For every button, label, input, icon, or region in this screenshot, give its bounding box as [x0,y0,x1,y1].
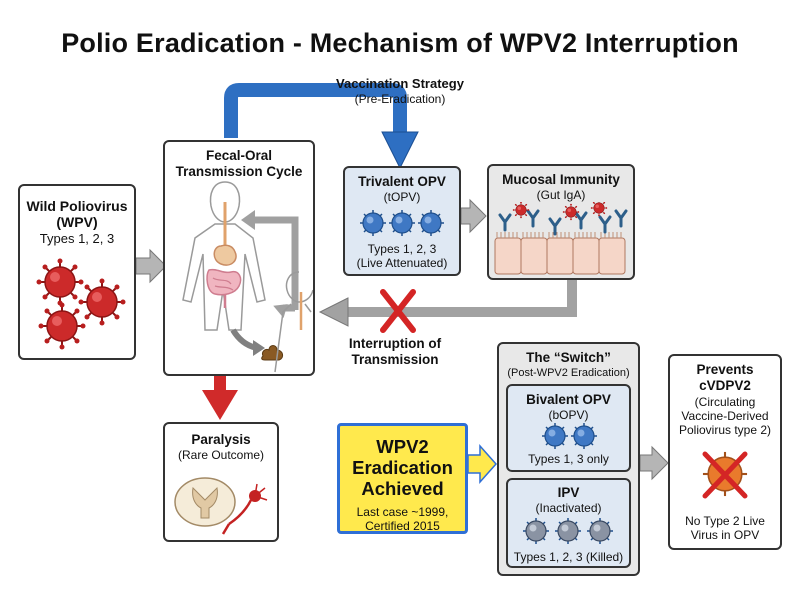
inactivated-virus-icon [522,517,550,545]
no-virus-icon [702,451,748,499]
ipv-virus-icons [522,517,614,545]
bopv-heading: Bivalent OPV [526,392,611,407]
switch-sub: (Post-WPV2 Eradication) [507,367,630,379]
antibody-icon [574,211,588,230]
wpv-types: Types 1, 2, 3 [39,231,115,246]
interruption-arrow [346,280,577,317]
interruption-label: Interruption of Transmission [348,336,442,367]
transmission-cycle-panel: Fecal-Oral Transmission Cycle [163,140,315,376]
bopv-types: Types 1, 3 only [528,452,609,466]
prevents-cvdpv2-panel: Prevents cVDPV2 (Circulating Vaccine-Der… [668,354,782,550]
switch-to-prevents-arrow [639,445,669,481]
block-x-icon [380,289,416,333]
topv-abbr: (tOPV) [383,190,421,204]
wild-virus-icons [35,257,127,351]
diagram-title: Polio Eradication - Mechanism of WPV2 In… [61,28,739,58]
human-figures-icon [182,181,313,373]
wpv-to-cycle-arrow [135,248,167,284]
inactivated-virus-icon [586,517,614,545]
bivalent-opv-panel: Bivalent OPV (bOPV) Types 1, 3 only [506,384,631,472]
paralysis-heading: Paralysis [191,432,251,447]
bopv-virus-icons [541,422,598,450]
ipv-heading: IPV [557,485,580,500]
mucosal-heading: Mucosal Immunity [502,172,620,187]
gut-lining-icon [494,202,628,275]
cycle-heading: Fecal-Oral Transmission Cycle [175,148,303,179]
vaccination-arrow [224,83,407,138]
eradication-detail: Last case ~1999, Certified 2015 [356,505,449,533]
prevents-heading: Prevents cVDPV2 [696,362,754,393]
switch-heading: The “Switch” [526,350,611,365]
bopv-abbr: (bOPV) [548,408,589,422]
eradication-achieved-panel: WPV2 Eradication Achieved Last case ~199… [337,423,468,534]
wild-virus-icon [37,301,87,351]
wild-poliovirus-panel: Wild Poliovirus (WPV) Types 1, 2, 3 [18,184,136,360]
vaccine-virus-icon [388,209,416,237]
antibody-icon [526,209,540,228]
wild-virus-icon [35,257,85,307]
mucosal-immunity-panel: Mucosal Immunity (Gut IgA) [487,164,635,280]
antibody-icon [598,215,612,234]
vaccination-sub: (Pre-Eradication) [354,92,446,106]
vaccination-heading: Vaccination Strategy [336,76,464,91]
topv-heading: Trivalent OPV [358,174,446,189]
inactivated-virus-icon [554,517,582,545]
topv-to-mucosal-arrow [460,198,487,234]
ipv-types: Types 1, 2, 3 (Killed) [513,550,624,564]
prevents-sub: (Circulating Vaccine-Derived Poliovirus … [678,395,772,437]
topv-note: (Live Attenuated) [356,256,448,270]
trivalent-opv-panel: Trivalent OPV (tOPV) Types 1, 2, 3 (Live… [343,166,461,276]
antibody-icon [548,217,562,236]
switch-panel: The “Switch” (Post-WPV2 Eradication) Biv… [497,342,640,576]
prevents-note: No Type 2 Live Virus in OPV [685,514,765,542]
mucosal-sub: (Gut IgA) [536,188,586,202]
antibody-icon [614,209,628,228]
wild-virus-icon [77,277,127,327]
ipv-sub: (Inactivated) [535,501,602,515]
vaccine-virus-icon [570,422,598,450]
topv-virus-icons [359,209,445,237]
vaccine-virus-icon [359,209,387,237]
eradication-arrow [467,444,498,484]
vaccine-virus-icon [417,209,445,237]
eradication-heading: WPV2 Eradication Achieved [352,436,453,499]
spinal-cord-neuron-icon [174,477,268,535]
vaccination-strategy-label: Vaccination Strategy (Pre-Eradication) [320,76,480,106]
antibody-icon [498,213,512,232]
paralysis-sub: (Rare Outcome) [177,448,265,462]
paralysis-panel: Paralysis (Rare Outcome) [163,422,279,542]
vaccine-virus-icon [541,422,569,450]
topv-types: Types 1, 2, 3 [367,242,437,256]
ipv-panel: IPV (Inactivated) Types 1, 2, 3 (Killed) [506,478,631,568]
paralysis-arrow [202,390,238,420]
wpv-heading: Wild Poliovirus (WPV) [26,198,128,230]
